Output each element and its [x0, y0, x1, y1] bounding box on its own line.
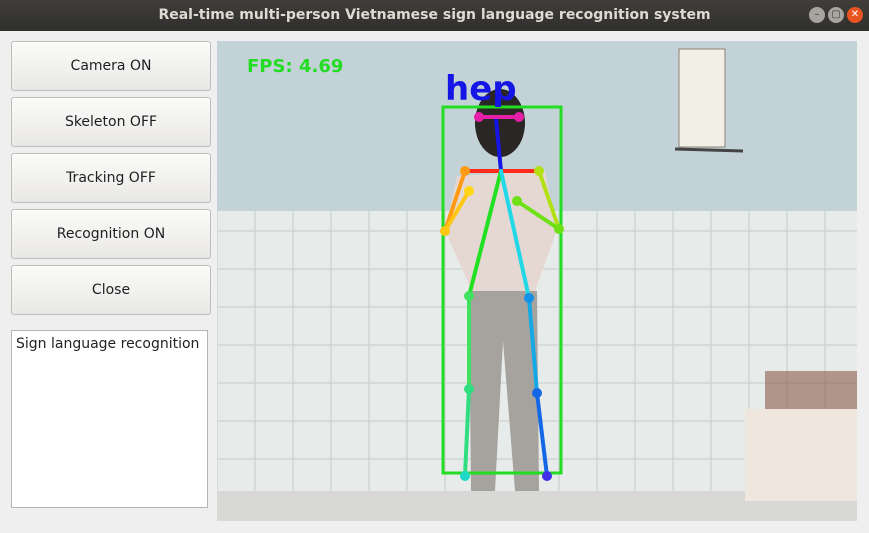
wall-scroll [678, 48, 726, 148]
fps-label: FPS: [247, 56, 293, 77]
tracking-toggle-button[interactable]: Tracking OFF [11, 153, 211, 203]
fps-value: 4.69 [299, 56, 343, 77]
skeleton-overlay [443, 115, 561, 478]
camera-view: FPS: 4.69 hep [217, 41, 857, 521]
person-pants [469, 291, 539, 491]
camera-toggle-button[interactable]: Camera ON [11, 41, 211, 91]
minimize-icon[interactable]: – [809, 7, 825, 23]
title-bar[interactable]: Real-time multi-person Vietnamese sign l… [0, 0, 869, 31]
person-bounding-box [441, 105, 563, 475]
scroll-rod [674, 147, 744, 153]
foam-box [745, 409, 857, 501]
close-window-icon[interactable]: ✕ [847, 7, 863, 23]
skeleton-toggle-button[interactable]: Skeleton OFF [11, 97, 211, 147]
camera-frame-svg: FPS: 4.69 hep [217, 41, 857, 521]
recognition-output-textbox[interactable]: Sign language recognition [11, 330, 208, 508]
skeleton-joints [440, 112, 564, 481]
person-shirt [445, 171, 557, 291]
window-title: Real-time multi-person Vietnamese sign l… [158, 7, 711, 23]
maximize-icon[interactable]: ▢ [828, 7, 844, 23]
recognition-output-text: Sign language recognition [16, 336, 200, 352]
recognition-toggle-button[interactable]: Recognition ON [11, 209, 211, 259]
recognized-sign-label: hep [445, 69, 517, 109]
close-button[interactable]: Close [11, 265, 211, 315]
